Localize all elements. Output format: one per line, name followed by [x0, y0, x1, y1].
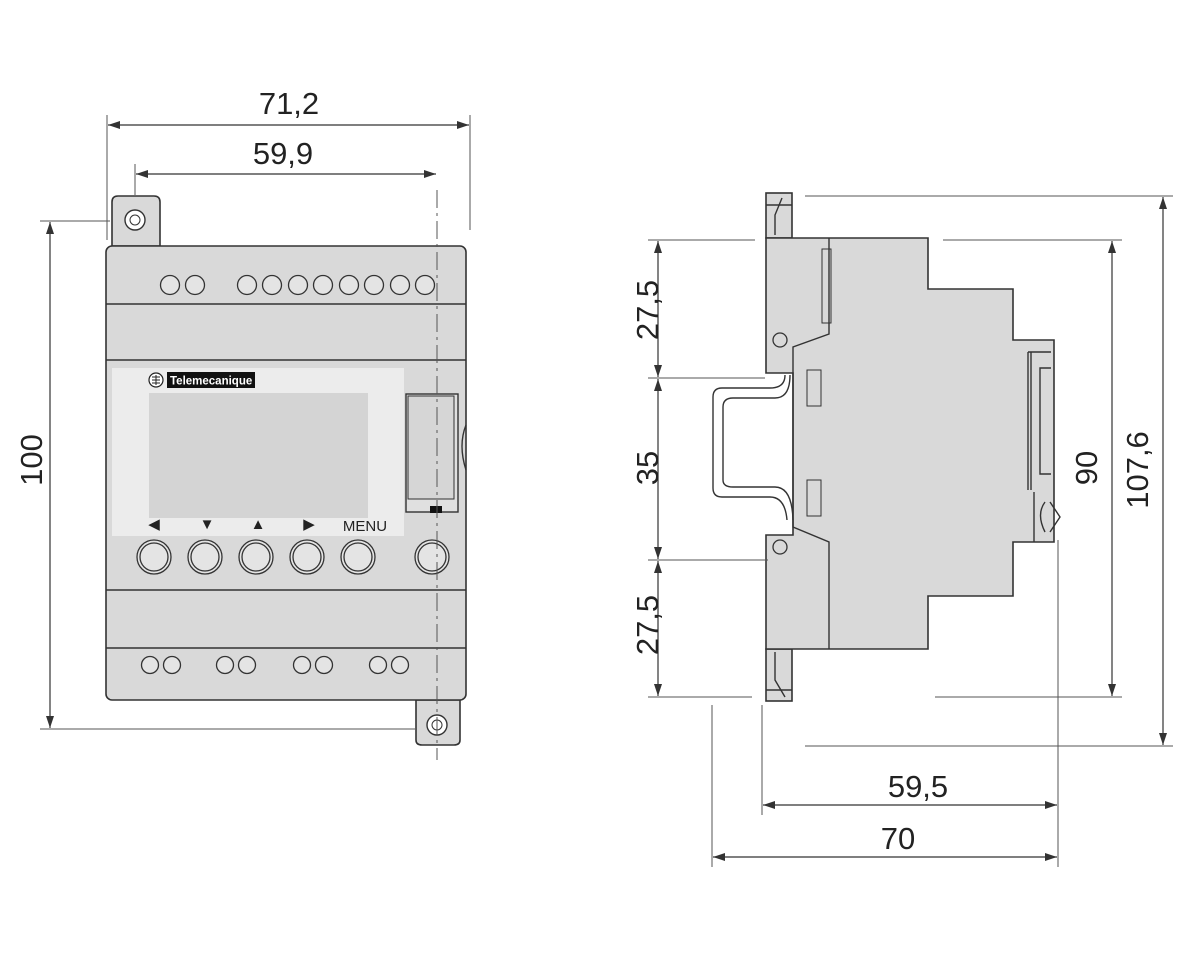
side-connector: [1027, 351, 1061, 542]
keypad-buttons: [136, 539, 450, 575]
dim-overall-width: 71,2: [259, 86, 319, 121]
dim-overall-depth: 70: [881, 821, 915, 856]
left-arrow-label: ◀: [148, 516, 160, 533]
right-button: [289, 539, 325, 575]
bottom-mounting-ear: [415, 699, 461, 746]
din-rail: [712, 374, 794, 521]
front-view: Telemecanique ◀ ▼ ▲ ▶ MENU: [105, 190, 467, 760]
side-housing: [765, 237, 1055, 650]
dim-overall-height: 107,6: [1120, 431, 1155, 509]
left-button: [136, 539, 172, 575]
dim-upper-section: 27,5: [630, 280, 665, 340]
button-labels: ◀ ▼ ▲ ▶ MENU: [148, 516, 387, 535]
down-button: [187, 539, 223, 575]
dim-height: 100: [14, 434, 49, 486]
right-arrow-label: ▶: [303, 516, 315, 533]
bottom-terminals: [140, 655, 410, 675]
side-dimensions: 27,5 35 27,5 90 107,6 59,5 70: [630, 195, 1173, 867]
up-button: [238, 539, 274, 575]
dim-body-height: 90: [1069, 451, 1104, 485]
top-terminals: [159, 274, 436, 296]
dim-body-depth: 59,5: [888, 769, 948, 804]
lcd-screen: [149, 393, 368, 518]
brand-logo: Telemecanique: [148, 372, 255, 388]
down-arrow-label: ▼: [200, 516, 215, 533]
dim-rail-section: 35: [630, 451, 665, 485]
front-dimensions: 71,2 59,9 100: [14, 86, 471, 730]
bottom-clip: [765, 648, 793, 702]
extra-button: [414, 539, 450, 575]
brand-text: Telemecanique: [170, 376, 252, 388]
top-mounting-ear: [111, 195, 161, 247]
dim-mounting-width: 59,9: [253, 136, 313, 171]
dim-lower-section: 27,5: [630, 595, 665, 655]
up-arrow-label: ▲: [251, 516, 266, 533]
top-clip: [765, 192, 793, 239]
menu-label: MENU: [343, 518, 387, 535]
memory-cartridge-slot: [405, 393, 467, 513]
side-view: [712, 192, 1061, 702]
menu-button: [340, 539, 376, 575]
